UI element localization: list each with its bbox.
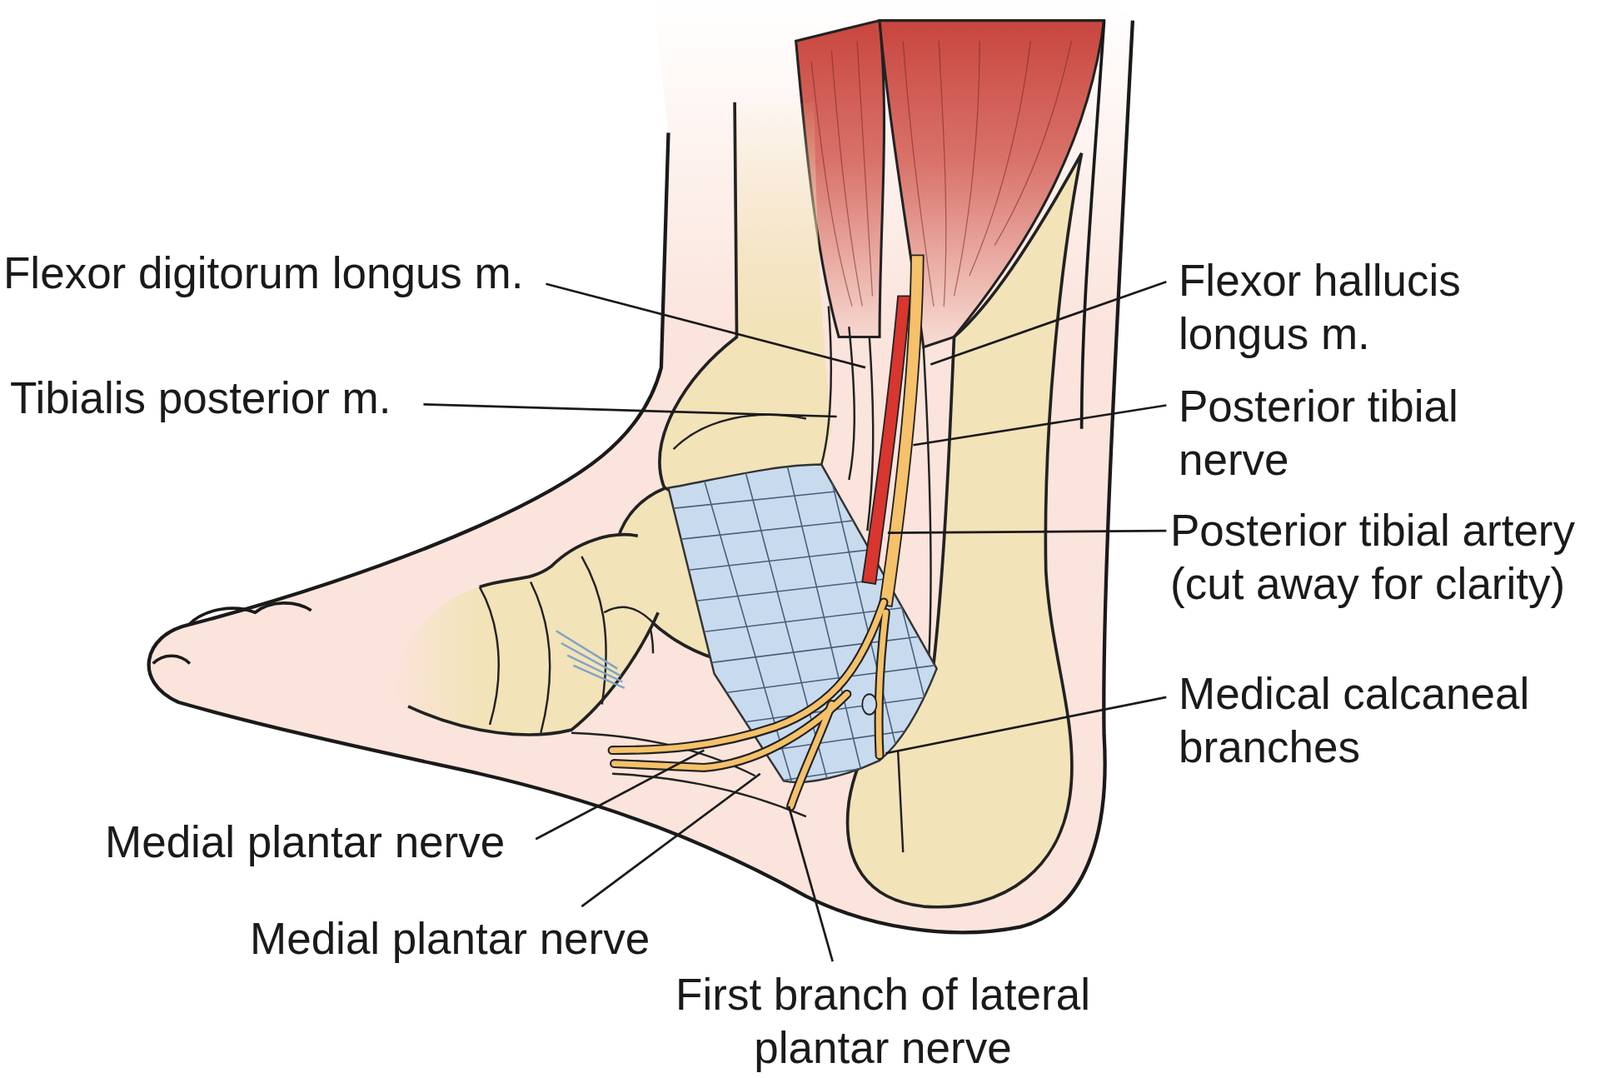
midfoot-outline xyxy=(408,534,658,735)
midfoot-bones xyxy=(396,534,658,735)
part-label: Flexor hallucis longus m. xyxy=(1178,254,1512,361)
tibia-outline xyxy=(659,102,817,524)
part-label: Posterior tibial nerve xyxy=(1178,379,1512,487)
nerve-branches xyxy=(612,602,886,807)
part-label: Posterior tibial artery (cut away for cl… xyxy=(1170,503,1591,611)
leader-lines xyxy=(423,281,1167,962)
part-label: Tibialis posterior m. xyxy=(9,371,392,425)
part-label: Medial plantar nerve xyxy=(104,815,505,869)
heel-line xyxy=(897,750,903,853)
tibia xyxy=(659,102,832,524)
calcaneus xyxy=(847,153,1082,908)
ligament xyxy=(556,630,625,688)
part-label: First branch of lateral plantar nerve xyxy=(666,967,1100,1075)
leg-outline xyxy=(1081,20,1105,429)
part-label: Flexor digitorum longus m. xyxy=(3,246,524,300)
skin-outline xyxy=(149,20,1133,933)
malleolus-line xyxy=(673,414,807,449)
calcaneal-branch-cut xyxy=(862,693,877,715)
bone-divisions xyxy=(479,556,653,733)
part-label: Medical calcaneal branches xyxy=(1178,667,1554,774)
part-label: Medial plantar nerve xyxy=(249,912,650,966)
toe-outline xyxy=(153,603,312,664)
skin xyxy=(149,0,1133,933)
posterior-tibial-nerve xyxy=(879,254,924,606)
